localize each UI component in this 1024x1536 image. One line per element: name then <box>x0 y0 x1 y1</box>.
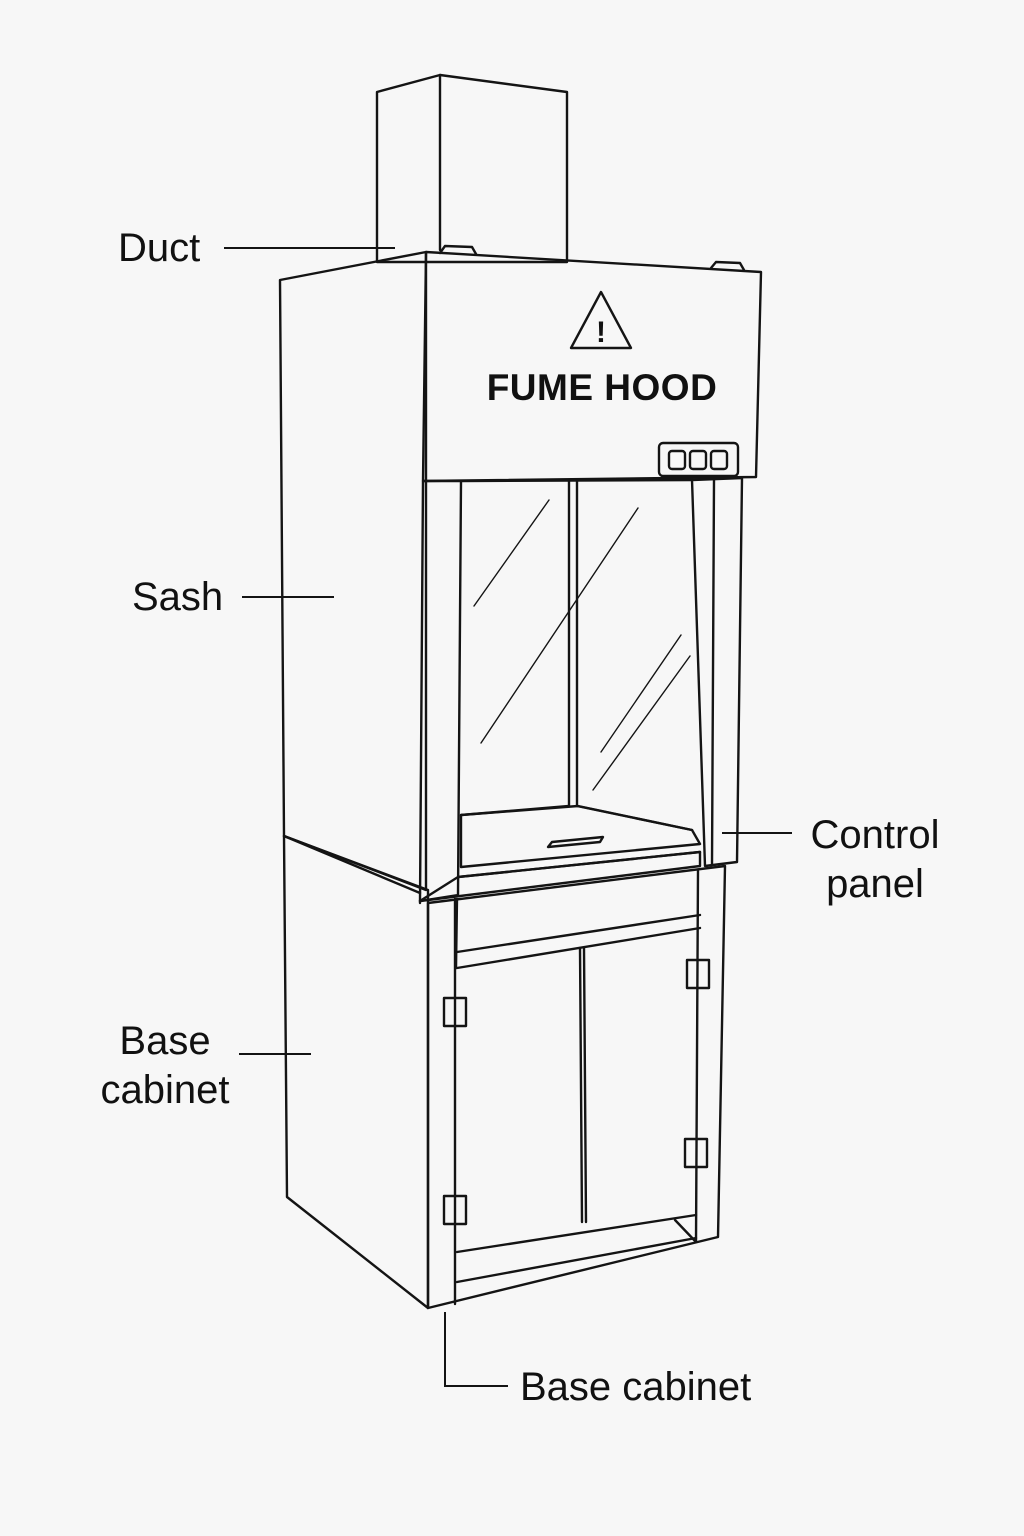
warning-exclamation: ! <box>596 316 606 349</box>
hood-interior <box>459 478 694 832</box>
control-panel-display <box>657 441 740 478</box>
base-side-panel <box>282 834 430 1310</box>
hinge-bottom-left <box>442 1194 468 1226</box>
sash-glass-reflections <box>473 499 691 791</box>
sash-left-post <box>418 479 463 903</box>
hinge-top-left <box>442 996 468 1028</box>
display-digit-2 <box>688 449 708 471</box>
sash-right-post <box>690 476 744 868</box>
label-base-cabinet-left-line1: Base <box>119 1019 210 1063</box>
label-control-panel-line2: panel <box>826 862 924 906</box>
hood-side-panel <box>278 250 428 895</box>
hood-header <box>421 244 763 483</box>
label-sash: Sash <box>132 575 223 619</box>
base-cabinet-bottom-leader-line <box>444 1312 508 1387</box>
work-surface <box>456 804 702 879</box>
label-base-cabinet-bottom: Base cabinet <box>520 1365 751 1409</box>
base-cabinet-front <box>418 850 727 1310</box>
warning-triangle-icon: ! <box>569 290 633 350</box>
fume-hood-title: FUME HOOD <box>487 367 718 408</box>
door-split-line <box>578 946 584 1224</box>
display-digit-3 <box>709 449 729 471</box>
label-duct: Duct <box>118 226 200 270</box>
duct <box>375 73 569 264</box>
label-control-panel-line1: Control <box>811 813 940 857</box>
hinge-top-right <box>685 958 711 990</box>
hinge-bottom-right <box>683 1137 709 1169</box>
label-base-cabinet-left-line2: cabinet <box>101 1068 230 1112</box>
airfoil-handle <box>546 835 605 849</box>
display-digit-1 <box>667 449 687 471</box>
door-hinges <box>442 958 711 1226</box>
